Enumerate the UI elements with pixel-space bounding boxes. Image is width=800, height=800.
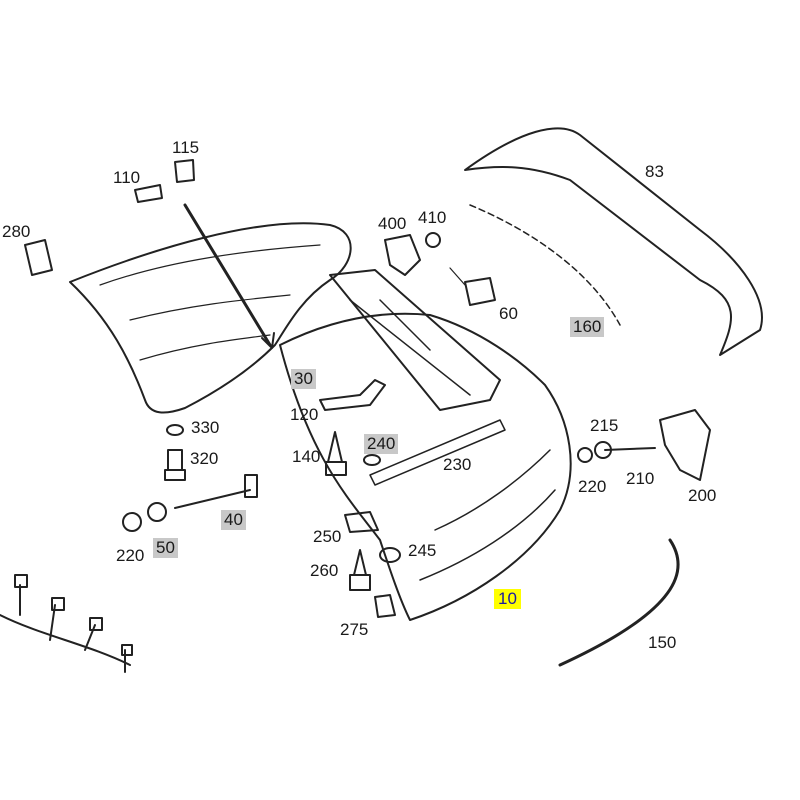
- label-220-right: 220: [578, 477, 607, 496]
- label-150: 150: [648, 633, 677, 652]
- bumper-upper-part: [69, 222, 352, 414]
- label-400: 400: [378, 214, 407, 233]
- bolt-40: [174, 489, 251, 509]
- label-275: 275: [340, 620, 369, 639]
- label-215: 215: [590, 416, 619, 435]
- label-50: 50: [153, 538, 178, 558]
- label-200: 200: [688, 486, 717, 505]
- label-210: 210: [626, 469, 655, 488]
- label-140: 140: [292, 447, 321, 466]
- label-320: 320: [190, 449, 219, 468]
- strip-230: [369, 419, 506, 486]
- strip-160: [469, 204, 621, 326]
- diffuser-83: [464, 127, 763, 356]
- arrow: [183, 203, 272, 347]
- bolt-210: [604, 447, 656, 451]
- label-330: 330: [191, 418, 220, 437]
- label-245: 245: [408, 541, 437, 560]
- label-115: 115: [172, 138, 200, 157]
- label-160: 160: [570, 317, 605, 337]
- bumper-main: [279, 312, 572, 621]
- label-110: 110: [113, 168, 141, 187]
- label-40: 40: [221, 510, 246, 530]
- label-260: 260: [310, 561, 339, 580]
- label-30: 30: [291, 369, 316, 389]
- trim-150: [558, 538, 680, 667]
- label-240: 240: [364, 434, 399, 454]
- label-410: 410: [418, 208, 447, 227]
- label-120: 120: [290, 405, 319, 424]
- bumper-carrier: [329, 269, 501, 411]
- wiring-harness: [0, 584, 131, 673]
- label-280: 280: [2, 222, 31, 241]
- label-10: 10: [494, 589, 521, 609]
- label-60: 60: [499, 304, 518, 323]
- bracket-200: [659, 409, 711, 481]
- label-230: 230: [443, 455, 472, 474]
- label-83: 83: [645, 162, 664, 181]
- label-220-left: 220: [116, 546, 145, 565]
- label-250: 250: [313, 527, 342, 546]
